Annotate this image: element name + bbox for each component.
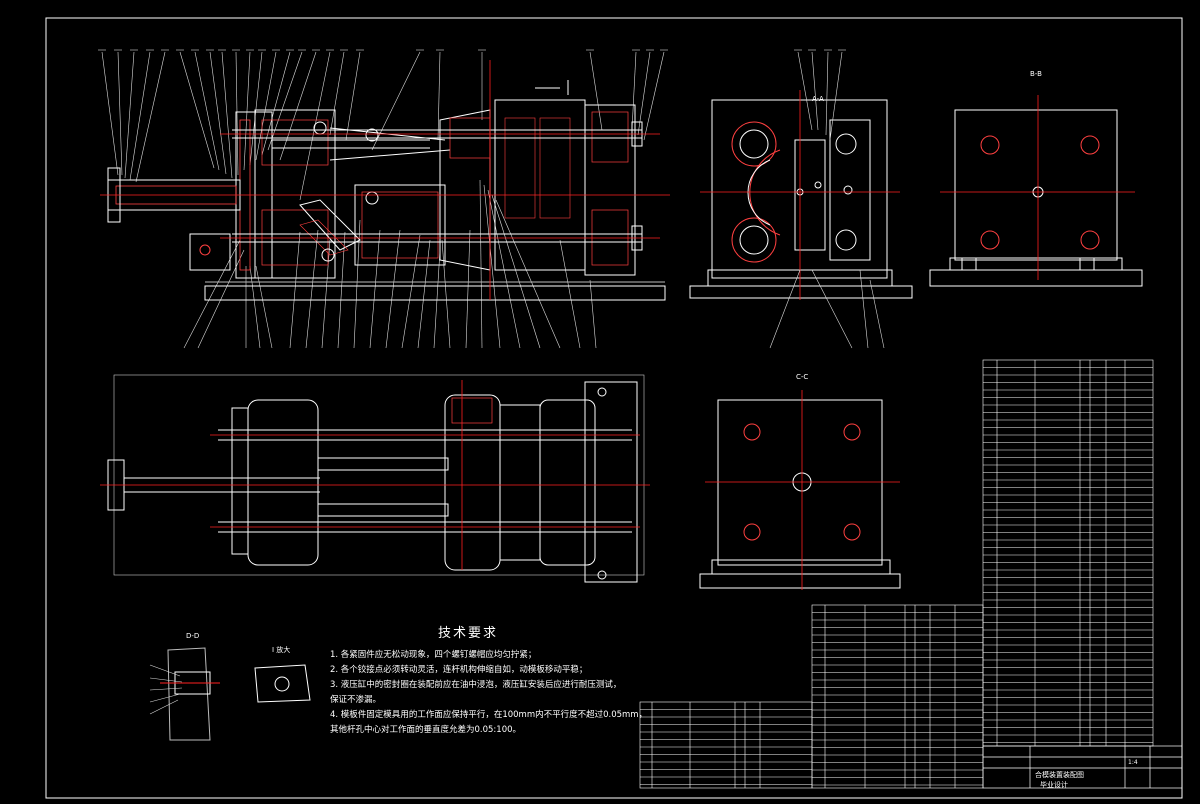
drawing-name: 合模装置装配图 <box>1035 771 1084 779</box>
section-c-c-view <box>699 390 901 590</box>
section-b-b-view <box>929 95 1143 287</box>
tech-note: 保证不渗漏。 <box>330 695 382 705</box>
detail-d-d-view <box>149 647 220 741</box>
plan-view <box>100 374 650 583</box>
technical-requirements-title: 技术要求 <box>438 626 499 641</box>
parts-list-table-2 <box>811 604 984 789</box>
sheet-border <box>45 17 1183 799</box>
section-label-detail-i: I 放大 <box>272 646 291 654</box>
section-a-a-view <box>689 51 913 349</box>
detail-i-view <box>254 664 311 703</box>
section-label-d-d: D-D <box>186 632 200 640</box>
main-elevation-view <box>100 51 670 349</box>
section-label-a-a: A-A <box>812 95 824 103</box>
drawing-scale: 1:4 <box>1128 759 1138 766</box>
title-block <box>982 745 1183 789</box>
tech-note: 1. 各紧固件应无松动现象，四个螺钉螺帽应均匀拧紧； <box>330 650 537 660</box>
tech-note: 2. 各个铰接点必须转动灵活，连杆机构伸缩自如，动模板移动平稳； <box>330 665 588 675</box>
tech-note: 3. 液压缸中的密封圈在装配前应在油中浸泡，液压缸安装后应进行耐压测试， <box>330 680 622 690</box>
tech-note: 4. 模板件固定模具用的工作面应保持平行，在100mm内不平行度不超过0.05m… <box>330 710 648 720</box>
section-label-b-b: B-B <box>1030 70 1042 78</box>
school-name: 毕业设计 <box>1040 781 1068 789</box>
parts-list-table-3 <box>639 701 813 789</box>
tech-note: 其他杆孔中心对工作面的垂直度允差为0.05:100。 <box>330 725 522 735</box>
technical-requirements-list: 1. 各紧固件应无松动现象，四个螺钉螺帽应均匀拧紧； 2. 各个铰接点必须转动灵… <box>330 648 660 738</box>
section-label-c-c: C-C <box>796 373 809 381</box>
